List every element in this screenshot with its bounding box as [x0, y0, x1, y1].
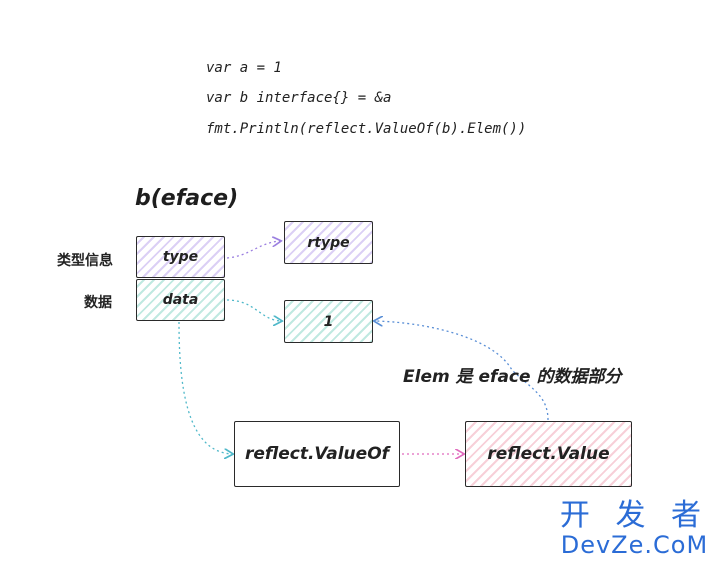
- reflect-valueof-box: reflect.ValueOf: [234, 421, 400, 487]
- arrow-value-to-one: [375, 321, 549, 421]
- eface-data-text: data: [162, 292, 199, 308]
- watermark-chinese: 开 发 者: [559, 498, 709, 533]
- arrow-data-to-value: [226, 299, 281, 321]
- value-one-text: 1: [323, 313, 334, 330]
- reflect-value-text: reflect.Value: [487, 444, 610, 464]
- rtype-box: rtype: [284, 221, 373, 264]
- eface-type-text: type: [162, 249, 199, 265]
- type-info-label: 类型信息: [57, 253, 113, 269]
- code-line-2: var b interface{} = &a: [206, 90, 392, 106]
- arrow-type-to-rtype: [226, 241, 280, 259]
- rtype-text: rtype: [307, 234, 350, 251]
- arrow-data-to-valueof: [178, 321, 232, 454]
- reflect-value-box: reflect.Value: [465, 421, 632, 487]
- diagram-title: b(eface): [135, 186, 239, 211]
- devze-watermark: 开 发 者 DevZe.CoM: [559, 498, 709, 559]
- code-line-3: fmt.Println(reflect.ValueOf(b).Elem()): [206, 121, 527, 137]
- code-line-1: var a = 1: [206, 60, 282, 76]
- elem-annotation: Elem 是 eface 的数据部分: [403, 367, 622, 387]
- reflect-valueof-text: reflect.ValueOf: [244, 444, 390, 464]
- watermark-english: DevZe.CoM: [560, 531, 709, 559]
- eface-type-field: type: [136, 236, 225, 278]
- value-one-box: 1: [284, 300, 373, 343]
- data-label: 数据: [84, 295, 112, 311]
- eface-data-field: data: [136, 279, 225, 321]
